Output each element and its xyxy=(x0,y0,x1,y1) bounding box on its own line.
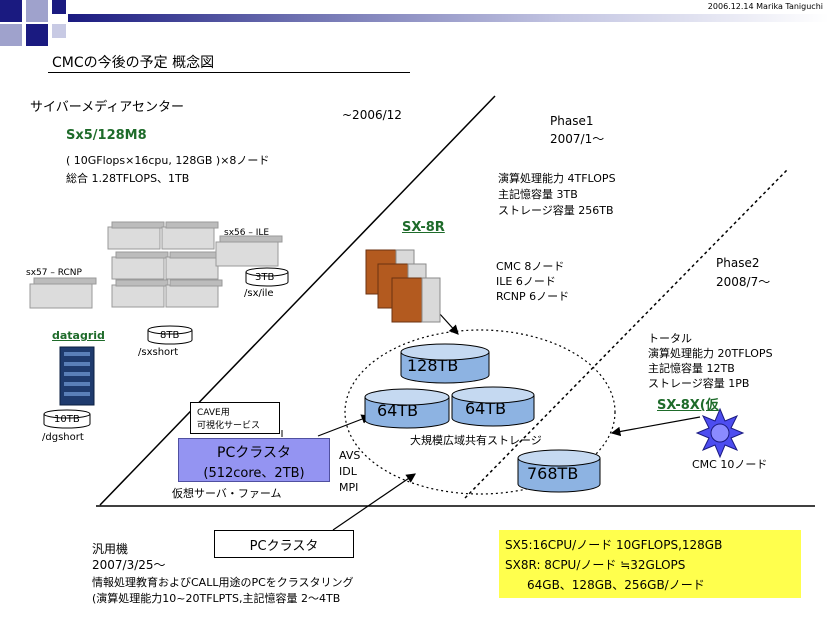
phase2-compute: 演算処理能力 20TFLOPS xyxy=(648,347,773,360)
disk-128tb xyxy=(400,343,490,384)
datagrid-label: datagrid xyxy=(52,329,105,342)
disk-128tb-label: 128TB xyxy=(407,356,459,375)
pc-cluster-box: PCクラスタ (512core、2TB) xyxy=(178,438,330,482)
disk-64tb-b-label: 64TB xyxy=(465,399,507,418)
cave-line1: CAVE用 xyxy=(197,408,230,418)
pc-cluster-spec: (512core、2TB) xyxy=(203,466,305,481)
phase2-date: 2008/7〜 xyxy=(716,275,771,289)
deco-square xyxy=(52,0,66,14)
phase1-name: Phase1 xyxy=(550,114,594,128)
deco-square xyxy=(0,24,22,46)
phase2-name: Phase2 xyxy=(716,256,760,270)
path-sx-ile: /sx/ile xyxy=(244,288,274,299)
path-sxshort: /sxshort xyxy=(138,347,179,358)
sx5-total: 総合 1.28TFLOPS、1TB xyxy=(66,172,190,185)
storage-label: 大規模広域共有ストレージ xyxy=(410,434,542,447)
general-cluster-box: PCクラスタ xyxy=(214,530,354,558)
general-date: 2007/3/25〜 xyxy=(92,558,166,572)
notes-line1: SX5:16CPU/ノード 10GFLOPS,128GB xyxy=(505,538,723,552)
disk-8tb-label: 8TB xyxy=(160,330,180,341)
arrow-general-storage xyxy=(332,473,416,531)
sx8x-nodes: CMC 10ノード xyxy=(692,458,768,471)
page-title: CMCの今後の予定 概念図 xyxy=(52,55,215,71)
deco-square xyxy=(0,0,22,22)
deco-square xyxy=(26,24,48,46)
phase2-divider-line xyxy=(464,169,788,499)
sx8r-server-icon xyxy=(365,249,441,323)
phase2-memory: 主記憶容量 12TB xyxy=(648,362,735,375)
sx8r-nodes-ile: ILE 6ノード xyxy=(496,275,556,288)
storage-ellipse xyxy=(344,329,616,495)
pc-app-mpi: MPI xyxy=(339,481,359,494)
sx5-server-icon xyxy=(29,221,283,309)
pc-app-idl: IDL xyxy=(339,465,357,478)
disk-10tb-label: 10TB xyxy=(54,414,80,425)
phase1-memory: 主記憶容量 3TB xyxy=(498,188,578,201)
general-cluster-label: PCクラスタ xyxy=(249,539,319,554)
disk-64tb-a xyxy=(364,388,450,429)
path-dgshort: /dgshort xyxy=(42,432,84,443)
title-underline xyxy=(48,72,410,73)
sx8x-sun-icon xyxy=(695,407,745,459)
sx8x-model: SX-8X(仮 xyxy=(657,398,719,413)
disk-10tb-icon xyxy=(43,409,91,429)
deco-square xyxy=(26,0,48,22)
phase2-storage: ストレージ容量 1PB xyxy=(648,377,750,390)
header-gradient-bar xyxy=(68,14,829,22)
pc-cluster-title: PCクラスタ xyxy=(217,445,291,461)
phase1-storage: ストレージ容量 256TB xyxy=(498,204,614,217)
sx56-label: sx56 – ILE xyxy=(224,228,270,238)
disk-768tb xyxy=(517,449,601,493)
phase1-divider-line xyxy=(99,95,496,506)
server-farm-label: 仮想サーバ・ファーム xyxy=(172,487,282,500)
general-line1: 情報処理教育およびCALL用途のPCをクラスタリング xyxy=(92,576,354,589)
notes-line2: SX8R: 8CPU/ノード ≒32GLOPS xyxy=(505,558,686,572)
date-2006: ~2006/12 xyxy=(342,108,402,122)
cybermedia-title: サイバーメディアセンター xyxy=(30,100,185,115)
sx5-spec: ( 10GFlops×16cpu, 128GB )×8ノード xyxy=(66,154,270,167)
disk-64tb-b xyxy=(451,386,535,427)
disk-768tb-label: 768TB xyxy=(527,464,579,483)
sx8r-model: SX-8R xyxy=(402,220,445,235)
sx5-model: Sx5/128M8 xyxy=(66,128,147,143)
disk-64tb-a-label: 64TB xyxy=(377,401,419,420)
notes-line3: 64GB、128GB、256GB/ノード xyxy=(527,578,705,592)
phase1-date: 2007/1〜 xyxy=(550,132,605,146)
disk-3tb-icon xyxy=(245,267,289,287)
sx8r-nodes-rcnp: RCNP 6ノード xyxy=(496,290,570,303)
pc-app-avs: AVS xyxy=(339,449,361,462)
disk-8tb-icon xyxy=(147,325,193,345)
notes-box: SX5:16CPU/ノード 10GFLOPS,128GB SX8R: 8CPU/… xyxy=(499,530,801,598)
sx57-label: sx57 – RCNP xyxy=(26,268,82,278)
cave-line2: 可視化サービス xyxy=(197,421,261,431)
phase1-compute: 演算処理能力 4TFLOPS xyxy=(498,172,616,185)
arrow-farm-storage xyxy=(317,414,372,437)
sx8r-nodes-cmc: CMC 8ノード xyxy=(496,260,565,273)
date-author: 2006.12.14 Marika Taniguchi xyxy=(707,2,823,11)
deco-square xyxy=(52,24,66,38)
arrow-sx8x-storage xyxy=(610,416,701,437)
general-title: 汎用機 xyxy=(92,542,129,556)
phase2-total: トータル xyxy=(648,332,692,345)
general-line2: (演算処理能力10~20TFLPTS,主記憶容量 2〜4TB xyxy=(92,592,341,605)
datagrid-rack-icon xyxy=(59,346,95,406)
disk-3tb-label: 3TB xyxy=(255,272,275,283)
cave-box: CAVE用 可視化サービス xyxy=(190,402,280,434)
